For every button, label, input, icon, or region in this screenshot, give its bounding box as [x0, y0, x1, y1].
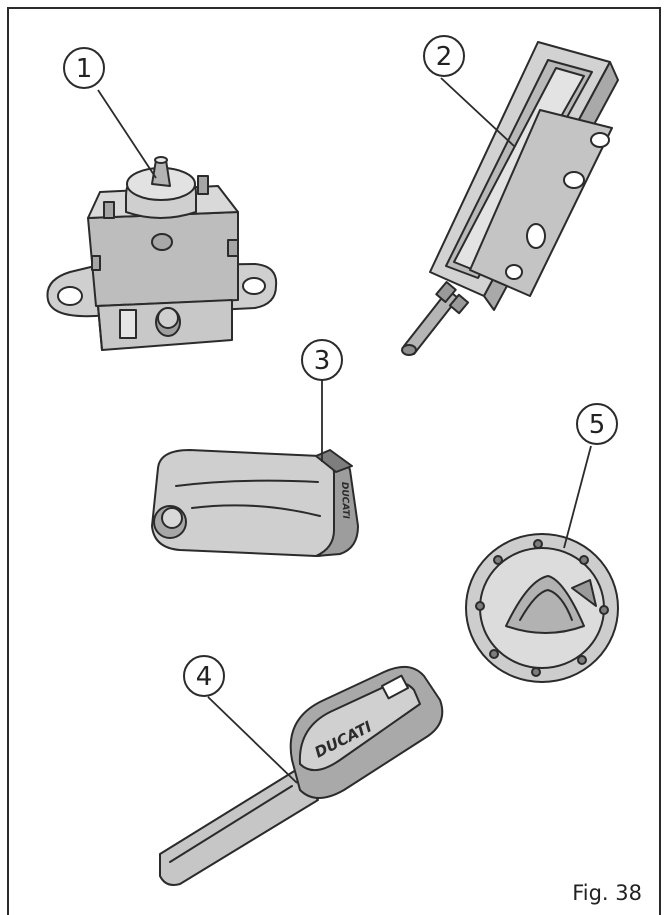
callout-4: 4 — [183, 655, 225, 697]
callout-3-number: 3 — [314, 346, 331, 376]
key-fob-drawing: DUCATI — [151, 449, 359, 557]
leader-2 — [440, 77, 515, 147]
callout-3: 3 — [301, 339, 343, 381]
callout-5-number: 5 — [589, 410, 606, 440]
seat-lock-drawing — [401, 41, 619, 356]
leader-lines — [97, 77, 592, 784]
callout-2-number: 2 — [436, 42, 453, 72]
callout-5: 5 — [576, 403, 618, 445]
callout-1: 1 — [63, 47, 105, 89]
callout-1-number: 1 — [76, 54, 93, 84]
figure-frame — [7, 7, 661, 915]
callout-2: 2 — [423, 35, 465, 77]
key-drawing: DUCATI — [159, 665, 444, 886]
figure-label: Fig. 38 — [572, 881, 642, 905]
leader-1 — [97, 89, 157, 179]
callout-4-number: 4 — [196, 662, 213, 692]
ignition-switch-drawing — [46, 156, 278, 351]
leader-5 — [563, 445, 592, 549]
fuel-cap-drawing — [465, 533, 619, 683]
leader-4 — [207, 696, 298, 784]
fob-brand-mark: DUCATI — [339, 482, 350, 520]
